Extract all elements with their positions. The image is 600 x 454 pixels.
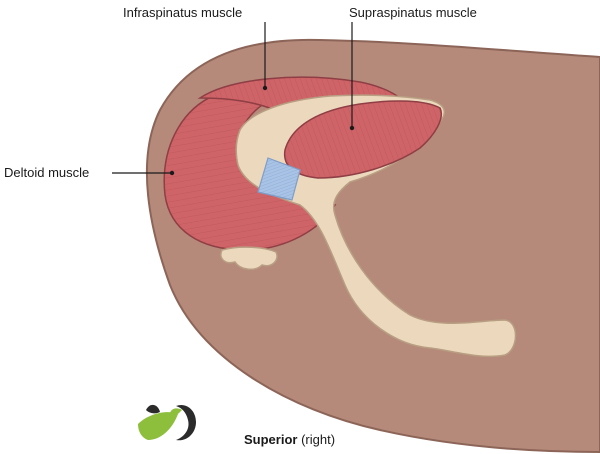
view-caption: Superior (right) [244,432,335,447]
deltoid-label: Deltoid muscle [4,165,90,180]
kenhub-logo [138,404,196,441]
coracoid-process [220,246,278,270]
view-caption-side: (right) [301,432,336,447]
infraspinatus-label: Infraspinatus muscle [123,5,243,20]
supraspinatus-label: Supraspinatus muscle [349,5,477,20]
view-caption-view: Superior [244,432,298,447]
